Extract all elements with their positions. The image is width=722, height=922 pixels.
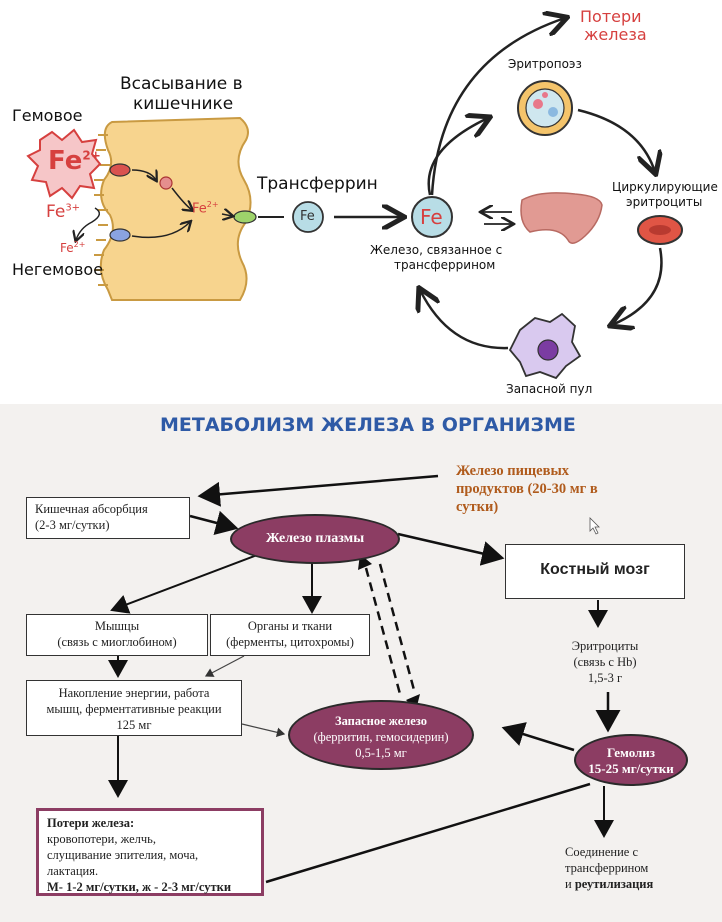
iron-losses-box: Потери железа: кровопотери, желчь, слущи…: [36, 808, 264, 896]
heme-iron-splash: [26, 128, 102, 200]
nonheme-label: Негемовое: [12, 260, 104, 279]
erythropoiesis-label: Эритропоэз: [508, 57, 582, 71]
erythrocytes-text: Эритроциты (связь с Hb) 1,5-3 г: [571, 639, 639, 685]
top-illustration-panel: Всасывание в кишечнике Гемовое Негемовое…: [0, 0, 722, 404]
reserve-pool-label: Запасной пул: [506, 382, 593, 396]
transferrin-label: Трансферрин: [257, 174, 378, 194]
intestine-wall: [99, 116, 252, 301]
liver-shape: [520, 192, 603, 244]
top-illustration-graphics: [26, 0, 683, 380]
bound-iron-label-line2: трансферрином: [394, 258, 496, 272]
mouse-cursor-icon: [589, 517, 600, 535]
heme-label: Гемовое: [12, 106, 83, 125]
organs-tissues-box: Органы и ткани (ферменты, цитохромы): [210, 614, 370, 656]
nonheme-fe2-symbol: Fe2+: [60, 240, 86, 255]
bottom-diagram-panel: МЕТАБОЛИЗМ ЖЕЛЕЗА В ОРГАНИЗМЕ Железо пищ…: [0, 404, 722, 922]
heme-oxygenase: [159, 176, 173, 190]
nonheme-fe3-symbol: Fe3+: [46, 202, 81, 222]
heme-fe-symbol: Fe2+: [48, 146, 101, 176]
transferrin-circle: [292, 201, 324, 233]
bound-iron-circle: [411, 196, 453, 238]
iron-losses-line1: Потери: [580, 7, 642, 26]
bottom-diagram-arrows: [108, 474, 621, 884]
circulating-label-line2: эритроциты: [626, 195, 703, 209]
circulating-label-line1: Циркулирующие: [612, 180, 718, 194]
muscles-box: Мышцы (связь с миоглобином): [26, 614, 208, 656]
ferroportin-transporter: [233, 210, 257, 224]
transferrin-reutilization-text: Соединение с трансферрином и реутилизаци…: [565, 845, 654, 891]
intracellular-fe2-symbol: Fe2+: [192, 200, 219, 217]
bound-fe-symbol: Fe: [420, 205, 443, 229]
hemolysis-ellipse: Гемолиз 15-25 мг/сутки: [574, 734, 688, 786]
transferrin-fe-symbol: Fe: [300, 209, 315, 224]
absorption-title-line2: кишечнике: [133, 94, 234, 114]
energy-storage-box: Накопление энергии, работа мышц, фермент…: [26, 680, 242, 736]
plasma-iron-ellipse: Железо плазмы: [230, 514, 400, 564]
bone-marrow-box: Костный мозг: [505, 544, 685, 599]
diagram-title: МЕТАБОЛИЗМ ЖЕЛЕЗА В ОРГАНИЗМЕ: [160, 414, 576, 436]
intestinal-absorption-box: Кишечная абсорбция (2-3 мг/сутки): [26, 497, 190, 539]
reserve-iron-ellipse: Запасное железо (ферритин, гемосидерин) …: [288, 700, 474, 770]
nonheme-transporter: [109, 228, 131, 242]
food-iron-text: Железо пищевых продуктов (20-30 мг в сут…: [456, 463, 598, 515]
villi-lines: [94, 134, 110, 286]
absorption-title-line1: Всасывание в: [120, 74, 243, 94]
heme-transporter: [109, 163, 131, 177]
bound-iron-label-line1: Железо, связанное с: [370, 243, 503, 257]
iron-losses-line2: железа: [584, 25, 647, 44]
